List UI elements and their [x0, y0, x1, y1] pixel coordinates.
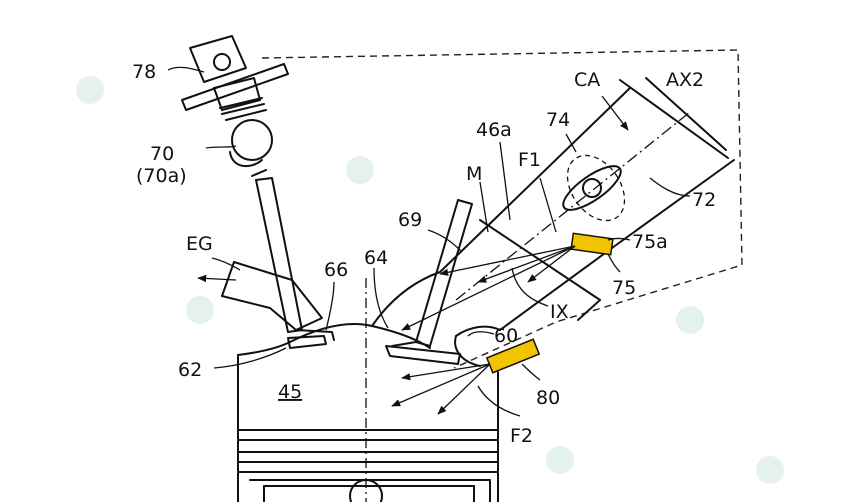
label-72: 72 [692, 189, 716, 211]
label-CA: CA [574, 69, 600, 91]
intake-axis [455, 111, 691, 301]
exhaust-port [197, 261, 323, 331]
label-69: 69 [398, 209, 422, 231]
label-62: 62 [178, 359, 202, 381]
label-IX: IX [550, 301, 569, 323]
label-70: 70 [150, 143, 174, 165]
label-64: 64 [364, 247, 388, 269]
intake-valve [385, 199, 473, 365]
dashed-boundary [261, 49, 743, 369]
airflow-arrow [601, 95, 629, 131]
injector-75 [570, 232, 614, 256]
label-AX2: AX2 [666, 69, 704, 91]
injector-80 [485, 338, 541, 374]
exhaust-valve [255, 177, 335, 349]
label-46a: 46a [476, 119, 512, 141]
label-75: 75 [612, 277, 636, 299]
label-78: 78 [132, 61, 156, 83]
spark-plug [181, 35, 289, 121]
label-M: M [466, 163, 482, 185]
label-80: 80 [536, 387, 560, 409]
label-F2: F2 [510, 425, 533, 447]
label-70a: (70a) [136, 165, 187, 187]
spray-F1 [401, 245, 576, 331]
label-75a: 75a [632, 231, 668, 253]
cylinder-block [237, 278, 499, 502]
spray-F2 [391, 363, 491, 415]
watermark [76, 76, 784, 484]
leader-lines [167, 66, 691, 417]
label-66: 66 [324, 259, 348, 281]
pivot-ball [229, 119, 273, 177]
labels: 78 70 (70a) EG 66 64 62 45 69 M 46a F1 7… [132, 61, 716, 447]
label-EG: EG [186, 233, 213, 255]
swirl-valve [562, 154, 626, 222]
label-60: 60 [494, 325, 518, 347]
label-74: 74 [546, 109, 570, 131]
label-F1: F1 [518, 149, 541, 171]
label-45: 45 [278, 381, 302, 403]
